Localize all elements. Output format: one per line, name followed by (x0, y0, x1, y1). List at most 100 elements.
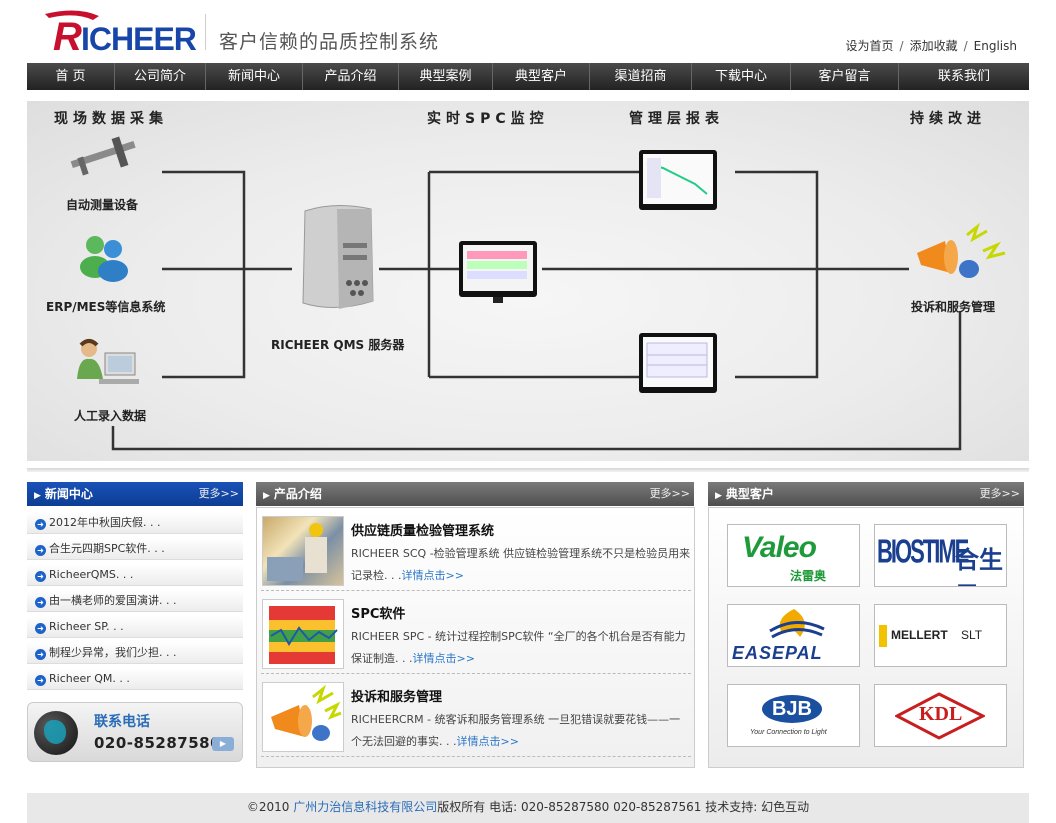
arrow-circle-icon: ➜ (35, 571, 46, 582)
product-detail-link[interactable]: 详情点击>> (456, 735, 519, 748)
operator-icon (77, 339, 139, 384)
news-list: ➜2012年中秋国庆假. . . ➜合生元四期SPC软件. . . ➜Riche… (27, 512, 243, 694)
heading-spc: 实时SPC监控 (427, 111, 549, 127)
news-item[interactable]: ➜合生元四期SPC软件. . . (27, 538, 243, 560)
section-divider (27, 468, 1029, 472)
product-item: SPC软件 RICHEER SPC - 统计过程控制SPC软件 “全厂的各个机台… (261, 593, 691, 674)
product-detail-link[interactable]: 详情点击>> (401, 569, 464, 582)
nav-item-contact[interactable]: 联系我们 (937, 69, 990, 84)
main-nav: 首 页 公司简介 新闻中心 产品介绍 典型案例 典型客户 渠道招商 下载中心 客… (27, 63, 1029, 90)
news-item[interactable]: ➜制程少异常，我们少担. . . (27, 642, 243, 664)
contact-phone: 020-85287580 (94, 734, 222, 752)
customer-logo-mellert[interactable]: MELLERT SLT (874, 604, 1007, 667)
nav-item-about[interactable]: 公司简介 (115, 63, 206, 90)
english-link[interactable]: English (973, 39, 1017, 53)
contact-phone-box[interactable]: 联系电话 020-85287580 ▶ (27, 702, 243, 762)
arrow-right-icon: ▶ (263, 491, 270, 501)
nav-item-feedback[interactable]: 客户留言 (791, 63, 899, 90)
nav-item-clients[interactable]: 典型客户 (493, 63, 590, 90)
arrow-circle-icon: ➜ (35, 545, 46, 556)
product-name[interactable]: 投诉和服务管理 (351, 690, 443, 705)
customer-logo-biostime[interactable]: BIOSTIME 合生元 (874, 524, 1007, 587)
contact-label: 联系电话 (94, 714, 150, 730)
news-more-link[interactable]: 更多>> (198, 487, 239, 500)
product-name[interactable]: 供应链质量检验管理系统 (351, 524, 495, 539)
customer-logo-bjb[interactable]: BJB Your Connection to Light (727, 684, 860, 747)
report-monitor-top-icon (639, 150, 717, 210)
svg-text:R: R (53, 15, 82, 56)
label-erp: ERP/MES等信息系统 (46, 300, 166, 314)
product-thumb-megaphone[interactable] (262, 682, 344, 752)
flow-banner[interactable]: 现场数据采集 实时SPC监控 管理层报表 持续改进 自动测量设备 ERP/MES… (27, 101, 1029, 461)
nav-item-products[interactable]: 产品介绍 (303, 63, 399, 90)
news-item[interactable]: ➜2012年中秋国庆假. . . (27, 512, 243, 534)
arrow-circle-icon: ➜ (35, 597, 46, 608)
set-homepage-link[interactable]: 设为首页 (845, 39, 894, 53)
products-box: 供应链质量检验管理系统 RICHEER SCQ -检验管理系统 供应链检验管理系… (256, 507, 695, 768)
product-thumb-factory[interactable] (262, 516, 344, 586)
news-item[interactable]: ➜Richeer QM. . . (27, 668, 243, 690)
arrow-right-icon: ▶ (715, 491, 722, 501)
caliper-icon (70, 136, 136, 176)
spc-monitor-icon (459, 241, 537, 303)
label-server: RICHEER QMS 服务器 (271, 338, 405, 352)
flame-icon (769, 609, 825, 639)
arrow-right-icon: ▶ (34, 491, 41, 501)
site-slogan: 客户信赖的品质控制系统 (219, 31, 440, 53)
product-item: 供应链质量检验管理系统 RICHEER SCQ -检验管理系统 供应链检验管理系… (261, 510, 691, 591)
nav-item-news[interactable]: 新闻中心 (206, 63, 303, 90)
megaphone-icon (271, 684, 342, 741)
product-item: 投诉和服务管理 RICHEERCRM - 统客诉和服务管理系统 一旦犯错误就要花… (261, 676, 691, 757)
site-footer: ©2010 广州力治信息科技有限公司版权所有 电话: 020-85287580 … (27, 793, 1029, 823)
megaphone-icon (917, 222, 1006, 278)
footer-info: 版权所有 电话: 020-85287580 020-85287561 技术支持:… (437, 800, 810, 814)
nav-item-cases[interactable]: 典型案例 (399, 63, 493, 90)
products-panel-title: ▶产品介绍 更多>> (256, 482, 694, 506)
globe-icon (34, 711, 78, 755)
label-complaint: 投诉和服务管理 (911, 300, 996, 314)
nav-item-channels[interactable]: 渠道招商 (590, 63, 692, 90)
report-monitor-bottom-icon (639, 333, 717, 393)
customers-more-link[interactable]: 更多>> (979, 487, 1020, 500)
product-detail-link[interactable]: 详情点击>> (412, 652, 475, 665)
server-icon (302, 204, 374, 309)
customers-box: Valeo 法雷奥 BIOSTIME 合生元 EASEPAL MELLERT S… (708, 507, 1024, 768)
customer-logo-valeo[interactable]: Valeo 法雷奥 (727, 524, 860, 587)
news-item[interactable]: ➜Richeer SP. . . (27, 616, 243, 638)
logo-divider (205, 14, 206, 50)
customer-logo-easepal[interactable]: EASEPAL (727, 604, 860, 667)
label-device: 自动测量设备 (66, 198, 139, 212)
arrow-circle-icon: ➜ (35, 649, 46, 660)
heading-report: 管理层报表 (629, 111, 724, 127)
arrow-circle-icon: ➜ (35, 519, 46, 530)
customers-panel-title: ▶典型客户 更多>> (708, 482, 1024, 506)
product-desc: RICHEER SPC - 统计过程控制SPC软件 “全厂的各个机台是否有能力保… (351, 630, 686, 665)
news-panel-title: ▶新闻中心 更多>> (27, 482, 243, 506)
top-links: 设为首页/添加收藏/English (845, 39, 1017, 53)
site-header: R ICHEER 客户信赖的品质控制系统 设为首页/添加收藏/English (27, 0, 1029, 62)
users-icon (80, 236, 128, 282)
news-item[interactable]: ➜由一横老师的爱国演讲. . . (27, 590, 243, 612)
heading-improve: 持续改进 (910, 111, 986, 127)
play-icon: ▶ (212, 737, 234, 751)
product-desc: RICHEER SCQ -检验管理系统 供应链检验管理系统不只是检验员用来记录检… (351, 547, 691, 582)
heading-collect: 现场数据采集 (54, 111, 168, 127)
product-desc: RICHEERCRM - 统客诉和服务管理系统 一旦犯错误就要花钱——一个无法回… (351, 713, 681, 748)
copyright: ©2010 (246, 800, 290, 814)
flow-lines (111, 170, 962, 451)
news-item[interactable]: ➜RicheerQMS. . . (27, 564, 243, 586)
richeer-logo[interactable]: R ICHEER (37, 6, 207, 56)
spc-line-icon (270, 626, 338, 646)
customer-logo-kdl[interactable]: KDL (874, 684, 1007, 747)
nav-item-downloads[interactable]: 下载中心 (692, 63, 791, 90)
kdl-diamond-icon (895, 692, 985, 740)
product-name[interactable]: SPC软件 (351, 607, 406, 622)
add-favorite-link[interactable]: 添加收藏 (909, 39, 958, 53)
products-more-link[interactable]: 更多>> (649, 487, 690, 500)
flow-diagram (70, 136, 1006, 451)
nav-item-home[interactable]: 首 页 (27, 63, 115, 90)
company-link[interactable]: 广州力治信息科技有限公司 (293, 800, 438, 814)
label-manual: 人工录入数据 (74, 409, 147, 423)
product-thumb-spc-chart[interactable] (262, 599, 344, 669)
arrow-circle-icon: ➜ (35, 623, 46, 634)
